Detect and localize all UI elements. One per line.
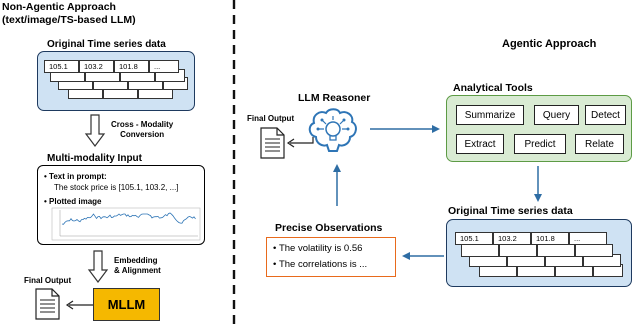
right-document-icon (260, 127, 285, 159)
left-original-ts-title: Original Time series data (47, 39, 166, 50)
left-ts-cell-2: 103.2 (79, 60, 114, 73)
left-ts-cell-3: 101.8 (114, 60, 149, 73)
right-ts-back-cell (575, 244, 613, 257)
plotted-image-chart (51, 207, 201, 241)
left-output-arrow (65, 300, 93, 310)
conversion-label-line2: Conversion (120, 130, 165, 139)
tool-relate: Relate (575, 134, 624, 154)
embedding-label: Embedding & Alignment (114, 256, 161, 276)
tool-extract: Extract (456, 134, 504, 154)
mllm-box: MLLM (93, 288, 160, 321)
right-ts-cell-4: ... (569, 232, 607, 245)
left-final-output-label: Final Output (24, 276, 72, 285)
right-ts-cell-3: 101.8 (531, 232, 569, 245)
brain-lightbulb-icon (308, 108, 357, 152)
agentic-title: Agentic Approach (502, 38, 597, 50)
non-agentic-title-line1: Non-Agentic Approach (2, 1, 116, 13)
tools-box: Summarize Query Detect Extract Predict R… (446, 95, 632, 162)
right-ts-box: 105.1 103.2 101.8 ... (446, 219, 632, 287)
observation-1-text: The volatility is 0.56 (278, 243, 363, 254)
hollow-down-arrow-1 (84, 114, 106, 147)
right-ts-cell-1: 105.1 (455, 232, 493, 245)
observation-1: • The volatility is 0.56 (273, 243, 363, 254)
hollow-down-arrow-2 (87, 250, 109, 283)
left-ts-cell-1: 105.1 (44, 60, 79, 73)
left-document-icon (35, 288, 60, 320)
non-agentic-title-line2: (text/image/TS-based LLM) (2, 14, 136, 26)
conversion-label: Cross - Modality Conversion (111, 120, 173, 140)
multimodal-title: Multi-modality Input (47, 153, 142, 164)
right-ts-cell-2: 103.2 (493, 232, 531, 245)
right-output-arrow (286, 137, 314, 148)
observations-box: • The volatility is 0.56 • The correlati… (266, 237, 396, 277)
right-ts-back-cell (537, 244, 575, 257)
tool-predict: Predict (514, 134, 566, 154)
observations-title: Precise Observations (275, 222, 383, 234)
right-ts-back-cell (499, 244, 537, 257)
conversion-label-line1: Cross - Modality (111, 120, 174, 129)
tools-to-data-arrow (534, 166, 542, 202)
left-ts-cell-4: ... (149, 60, 179, 73)
embedding-label-line2: & Alignment (114, 266, 161, 275)
right-original-ts-title: Original Time series data (448, 205, 573, 217)
observation-2: • The correlations is ... (273, 259, 368, 270)
tools-title: Analytical Tools (453, 82, 533, 94)
observations-to-reasoner-arrow (333, 164, 341, 206)
reasoner-title: LLM Reasoner (298, 92, 371, 104)
tool-detect: Detect (585, 105, 626, 125)
reasoner-to-tools-arrow (370, 125, 440, 133)
tool-query: Query (534, 105, 579, 125)
prompt-text: The stock price is [105.1, 103.2, ...] (54, 183, 179, 192)
multimodal-box: • Text in prompt: The stock price is [10… (37, 165, 205, 245)
tool-summarize: Summarize (456, 105, 524, 125)
plotted-series-line (61, 212, 196, 225)
right-final-output-label: Final Output (247, 114, 295, 123)
non-agentic-title: Non-Agentic Approach (text/image/TS-base… (2, 1, 136, 27)
text-in-prompt-item: • Text in prompt: (44, 172, 107, 181)
right-ts-back-cell (461, 244, 499, 257)
embedding-label-line1: Embedding (114, 256, 158, 265)
left-ts-box: 105.1 103.2 101.8 ... (37, 51, 195, 111)
section-divider (232, 0, 236, 326)
plotted-image-item: • Plotted image (44, 197, 102, 206)
observation-2-text: The correlations is ... (278, 259, 368, 270)
plotted-image-label: Plotted image (49, 197, 102, 206)
text-in-prompt-label: Text in prompt (49, 172, 104, 181)
data-to-observations-arrow (402, 252, 444, 260)
